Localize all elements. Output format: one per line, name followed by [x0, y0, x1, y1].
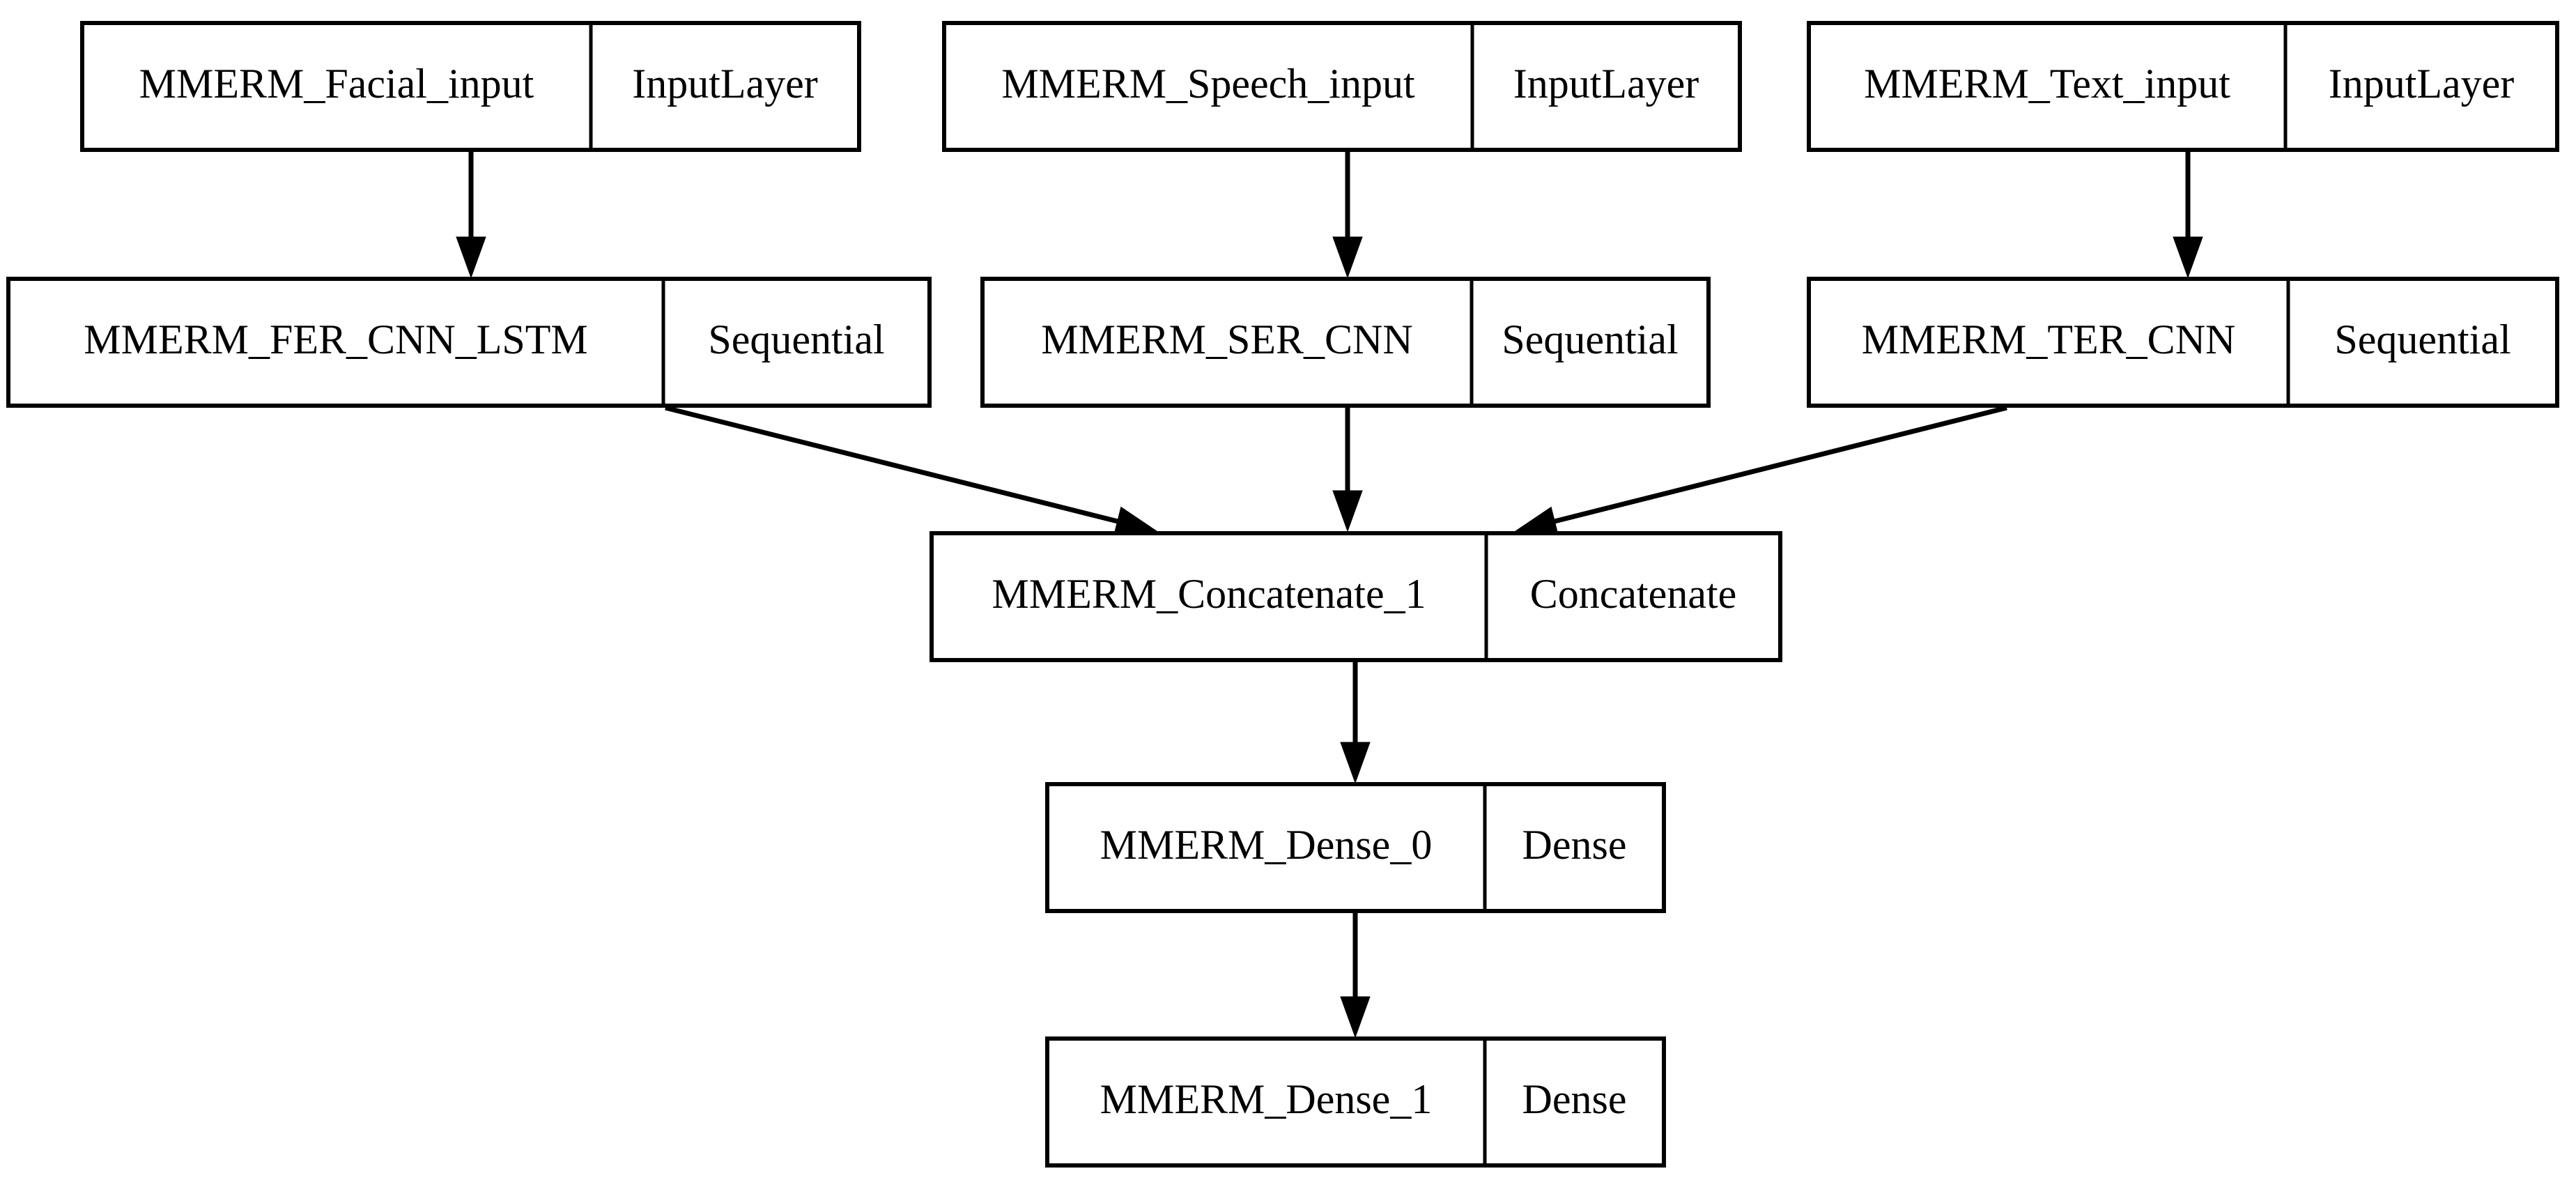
- edge-facial-to-fer: [456, 152, 486, 279]
- node-type-label: Sequential: [1502, 316, 1678, 362]
- node-box: [80, 21, 861, 152]
- edge-speech-to-ser: [1332, 152, 1363, 279]
- edge-line: [1551, 405, 2007, 525]
- node-name-label: MMERM_FER_CNN_LSTM: [84, 316, 587, 362]
- node-dense_0[interactable]: MMERM_Dense_0 Dense: [1045, 782, 1666, 913]
- edge-arrowhead-icon: [2173, 236, 2203, 279]
- edge-fer-to-concat: [665, 405, 1158, 536]
- node-ter_cnn[interactable]: MMERM_TER_CNN Sequential: [1807, 277, 2559, 408]
- edge-line: [665, 405, 1121, 525]
- node-type-label: InputLayer: [1513, 61, 1699, 107]
- edge-arrowhead-icon: [456, 236, 486, 279]
- node-name-label: MMERM_TER_CNN: [1862, 316, 2236, 362]
- node-box: [980, 277, 1711, 408]
- node-name-label: MMERM_Speech_input: [1001, 61, 1415, 107]
- edge-arrowhead-icon: [1340, 996, 1371, 1039]
- node-box: [6, 277, 932, 408]
- node-name-label: MMERM_Text_input: [1864, 61, 2230, 107]
- edges-layer: [456, 152, 2203, 1039]
- node-dense_1[interactable]: MMERM_Dense_1 Dense: [1045, 1036, 1666, 1168]
- edge-concat-to-dense0: [1340, 662, 1371, 784]
- node-ser_cnn[interactable]: MMERM_SER_CNN Sequential: [980, 277, 1711, 408]
- node-name-label: MMERM_Dense_0: [1100, 822, 1433, 868]
- node-box: [942, 21, 1742, 152]
- edge-arrowhead-icon: [1332, 490, 1363, 533]
- edge-arrowhead-icon: [1332, 236, 1363, 279]
- node-box: [1045, 1036, 1666, 1168]
- node-name-label: MMERM_Dense_1: [1100, 1076, 1433, 1122]
- node-name-label: MMERM_Facial_input: [139, 61, 534, 107]
- node-type-label: Concatenate: [1530, 571, 1737, 617]
- node-type-label: Dense: [1522, 822, 1627, 868]
- node-name-label: MMERM_SER_CNN: [1041, 316, 1412, 362]
- node-speech_input[interactable]: MMERM_Speech_input InputLayer: [942, 21, 1742, 152]
- node-text_input[interactable]: MMERM_Text_input InputLayer: [1807, 21, 2559, 152]
- edge-ter-to-concat: [1514, 405, 2007, 536]
- node-name-label: MMERM_Concatenate_1: [992, 571, 1426, 617]
- node-type-label: InputLayer: [632, 61, 818, 107]
- edge-text-to-ter: [2173, 152, 2203, 279]
- node-type-label: InputLayer: [2329, 61, 2515, 107]
- node-fer_cnn_lstm[interactable]: MMERM_FER_CNN_LSTM Sequential: [6, 277, 932, 408]
- node-box: [1807, 277, 2559, 408]
- edge-ser-to-concat: [1332, 408, 1363, 533]
- node-type-label: Sequential: [2334, 316, 2511, 362]
- node-box: [930, 531, 1782, 662]
- node-type-label: Dense: [1522, 1076, 1627, 1122]
- node-type-label: Sequential: [708, 316, 884, 362]
- edge-dense0-to-dense1: [1340, 913, 1371, 1039]
- node-box: [1807, 21, 2559, 152]
- node-concatenate_1[interactable]: MMERM_Concatenate_1 Concatenate: [930, 531, 1782, 662]
- node-facial_input[interactable]: MMERM_Facial_input InputLayer: [80, 21, 861, 152]
- edge-arrowhead-icon: [1340, 742, 1371, 784]
- node-box: [1045, 782, 1666, 913]
